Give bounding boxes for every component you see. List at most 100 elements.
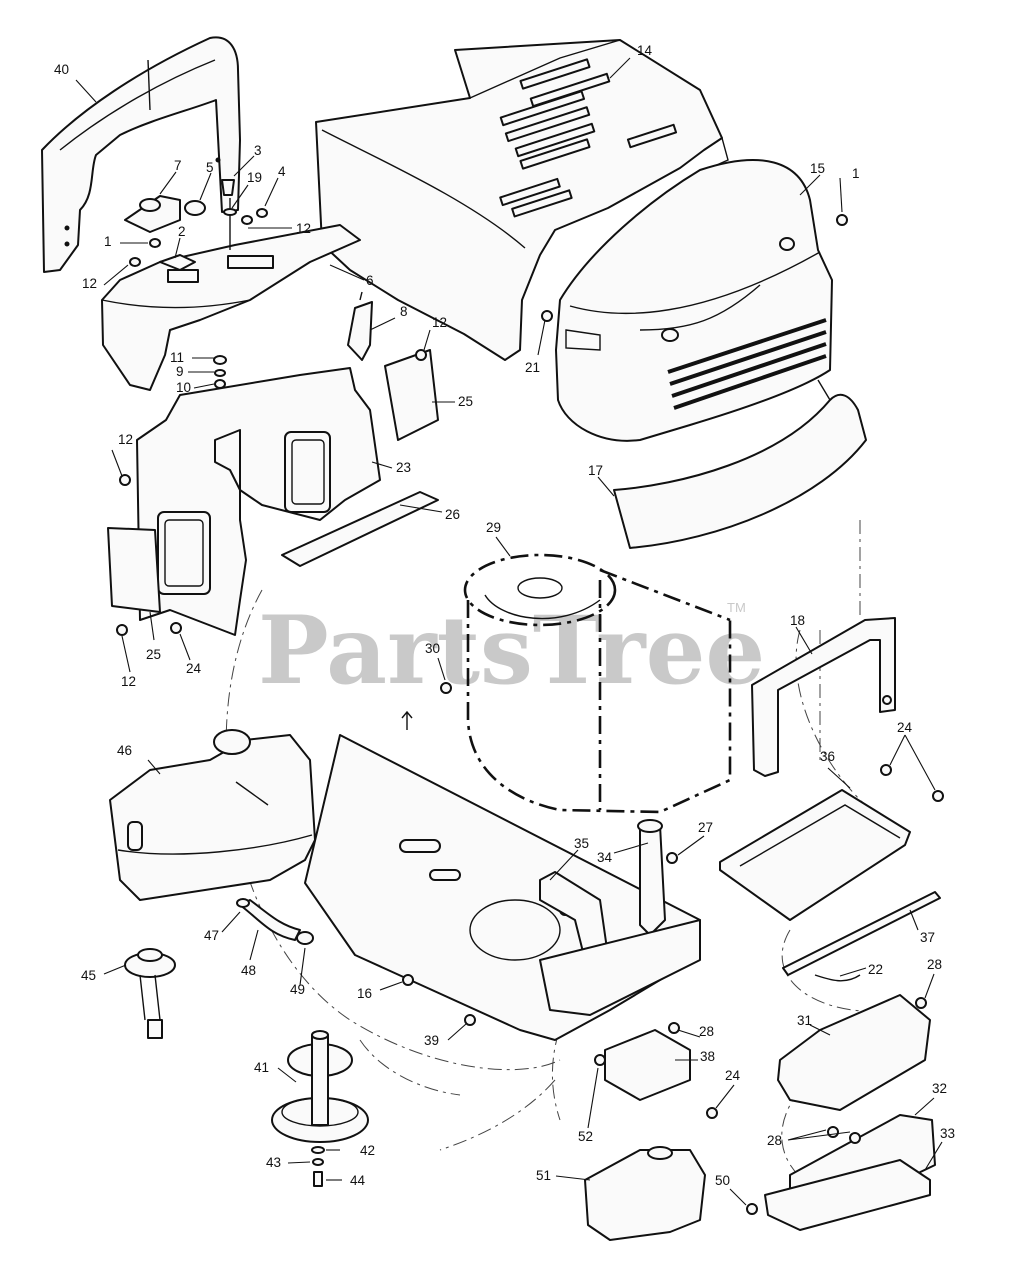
dash-panel-part-6: [101, 224, 361, 391]
part-34: [639, 824, 666, 936]
callout-24: 24: [186, 661, 202, 676]
callout-8: 8: [400, 304, 408, 319]
part-49: [296, 931, 314, 945]
part-47: [236, 898, 250, 908]
callout-10: 10: [176, 380, 191, 395]
callout-28: 28: [767, 1133, 782, 1148]
pulley-part-41: [271, 1030, 369, 1187]
part-4: [256, 208, 268, 218]
callout-25: 25: [146, 647, 161, 662]
callout-6: 6: [366, 273, 374, 288]
part-26: [281, 491, 439, 567]
panel-part-23: [107, 291, 439, 636]
callout-39: 39: [424, 1033, 439, 1048]
part-44: [313, 1171, 323, 1187]
callout-23: 23: [396, 460, 411, 475]
callout-7: 7: [174, 158, 182, 173]
hose-parts: [124, 898, 314, 1039]
callout-29: 29: [486, 520, 501, 535]
part-10: [214, 379, 226, 389]
callout-4: 4: [278, 164, 286, 179]
part-43: [312, 1158, 324, 1166]
callout-37: 37: [920, 930, 935, 945]
callout-38: 38: [700, 1049, 715, 1064]
callout-35: 35: [574, 836, 589, 851]
fender-part-40: [41, 36, 241, 273]
part-48: [239, 899, 301, 941]
callout-36: 36: [820, 749, 835, 764]
callout-31: 31: [797, 1013, 812, 1028]
callout-40: 40: [54, 62, 69, 77]
part-37: [782, 891, 941, 976]
part-36: [719, 789, 911, 921]
callout-5: 5: [206, 160, 214, 175]
callout-2: 2: [178, 224, 186, 239]
grille-slots: [667, 318, 827, 410]
watermark: PartsTree: [258, 596, 765, 706]
callout-46: 46: [117, 743, 132, 758]
callout-24: 24: [897, 720, 913, 735]
callout-32: 32: [932, 1081, 947, 1096]
part-5: [184, 200, 206, 216]
callout-labels: 40 14 7 3 5 19 4 15 1 1 2 12 12 6 8 12 1…: [54, 43, 955, 1188]
part-9: [214, 369, 226, 377]
part-42: [311, 1146, 325, 1154]
hood-part-14: [315, 39, 729, 361]
callout-52: 52: [578, 1129, 593, 1144]
callout-15: 15: [810, 161, 825, 176]
callout-12: 12: [296, 221, 311, 236]
callout-42: 42: [360, 1143, 375, 1158]
callout-1: 1: [852, 166, 860, 181]
part-2: [159, 254, 196, 271]
rear-parts: [584, 789, 941, 1241]
callout-30: 30: [425, 641, 440, 656]
bracket-part-18: [751, 617, 896, 777]
frame: [304, 734, 701, 1041]
callout-33: 33: [940, 1126, 955, 1141]
callout-11: 11: [170, 350, 184, 365]
callout-28: 28: [699, 1024, 714, 1039]
callout-14: 14: [637, 43, 653, 58]
part-3: [221, 179, 235, 196]
callout-44: 44: [350, 1173, 366, 1188]
callout-25: 25: [458, 394, 473, 409]
callout-21: 21: [525, 360, 540, 375]
callout-12: 12: [118, 432, 133, 447]
knob-parts: [124, 179, 268, 271]
callout-28: 28: [927, 957, 942, 972]
callout-41: 41: [254, 1060, 269, 1075]
callout-43: 43: [266, 1155, 281, 1170]
leader-lines: [75, 57, 943, 1206]
part-8: [347, 301, 373, 361]
callout-12: 12: [121, 674, 136, 689]
grille-part-15: [555, 159, 833, 442]
callout-27: 27: [698, 820, 713, 835]
fasteners: [116, 214, 944, 1215]
bumper-part-17: [613, 379, 867, 549]
part-33: [764, 1159, 931, 1231]
part-31: [777, 994, 931, 1111]
part-25b: [107, 527, 161, 613]
callout-45: 45: [81, 968, 96, 983]
callout-12: 12: [82, 276, 97, 291]
callout-48: 48: [241, 963, 256, 978]
callout-34: 34: [597, 850, 613, 865]
callout-9: 9: [176, 364, 184, 379]
part-11: [213, 355, 227, 365]
callout-18: 18: [790, 613, 805, 628]
callout-26: 26: [445, 507, 460, 522]
callout-51: 51: [536, 1168, 551, 1183]
part-38: [604, 1029, 691, 1101]
fuel-tank-part-46: [109, 729, 316, 901]
hood-vents: [499, 58, 678, 218]
callout-24: 24: [725, 1068, 741, 1083]
engine-part-29: [463, 553, 732, 814]
callout-17: 17: [588, 463, 603, 478]
watermark-tm: TM: [727, 600, 746, 615]
callout-50: 50: [715, 1173, 730, 1188]
callout-1: 1: [104, 234, 112, 249]
part-51: [584, 1149, 706, 1241]
callout-16: 16: [357, 986, 372, 1001]
part-22: [814, 974, 861, 982]
